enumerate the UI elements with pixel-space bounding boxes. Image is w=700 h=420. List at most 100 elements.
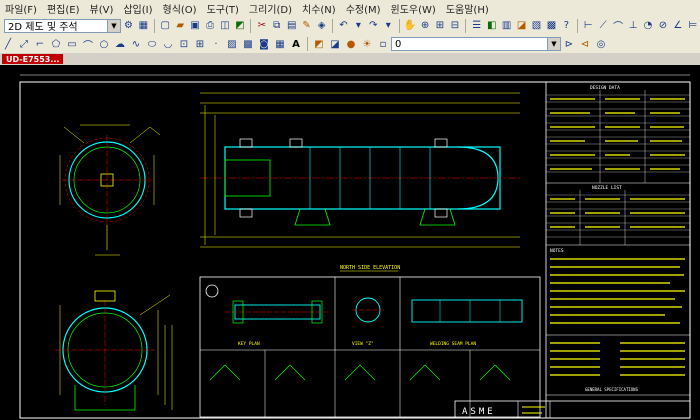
- markup-icon[interactable]: ▧: [531, 20, 542, 31]
- circle-icon[interactable]: ○: [99, 38, 109, 50]
- menu-edit[interactable]: 편집(E): [46, 4, 80, 16]
- table-icon[interactable]: ▦: [275, 38, 285, 50]
- layer-lock-icon[interactable]: ▫: [379, 38, 387, 50]
- menu-dimension[interactable]: 치수(N): [302, 4, 336, 16]
- sheet-set-icon[interactable]: ◪: [516, 20, 527, 31]
- arc-icon[interactable]: ⌒: [83, 40, 93, 52]
- design-center-icon[interactable]: ◧: [486, 20, 497, 31]
- region-icon[interactable]: ◙: [259, 38, 269, 50]
- grid-icon[interactable]: ▦: [138, 20, 149, 31]
- print-preview-icon[interactable]: ◫: [220, 20, 230, 31]
- toolbar-separator: [153, 18, 155, 33]
- chevron-down-icon[interactable]: ▼: [547, 38, 560, 50]
- undo-dropdown-icon[interactable]: ▾: [355, 20, 361, 31]
- insert-block-icon[interactable]: ⊡: [179, 38, 189, 50]
- radius-dimension-icon[interactable]: ◔: [643, 20, 653, 31]
- make-block-icon[interactable]: ⊞: [195, 38, 205, 50]
- menu-help[interactable]: 도움말(H): [445, 4, 489, 16]
- spline-icon[interactable]: ∿: [131, 38, 141, 50]
- construction-line-icon[interactable]: ⤢: [20, 38, 28, 50]
- layer-previous-icon[interactable]: ⊲: [580, 38, 590, 50]
- revision-cloud-icon[interactable]: ☁: [115, 38, 125, 50]
- standard-toolbar: 2D 제도 및 주석 ▼ ⚙ ▦ ▢ ▰ ▣ ⎙ ◫ ◩ ✂ ⧉ ▤ ✎ ◈ ↶…: [0, 16, 700, 36]
- point-icon[interactable]: ·: [214, 38, 218, 50]
- document-tab[interactable]: UD-E7553...: [2, 54, 64, 64]
- copy-icon[interactable]: ⧉: [273, 20, 281, 31]
- document-tab-label: UD-E7553...: [6, 54, 60, 64]
- toolbar-separator: [332, 18, 333, 33]
- cut-icon[interactable]: ✂: [257, 20, 266, 31]
- rectangle-icon[interactable]: ▭: [67, 38, 77, 50]
- layer-freeze-icon[interactable]: ☀: [362, 38, 372, 50]
- layer-select[interactable]: 0 ▼: [391, 37, 561, 51]
- angular-dimension-icon[interactable]: ∠: [673, 20, 683, 31]
- toolbar-separator: [250, 18, 252, 33]
- open-file-icon[interactable]: ▰: [176, 20, 185, 31]
- menu-bar: 파일(F) 편집(E) 뷰(V) 삽입(I) 형식(O) 도구(T) 그리기(D…: [0, 0, 700, 16]
- table-rows: [546, 94, 690, 238]
- publish-icon[interactable]: ◩: [235, 20, 245, 31]
- polygon-icon[interactable]: ⬠: [51, 38, 61, 50]
- menu-draw[interactable]: 그리기(D): [248, 4, 292, 16]
- multiline-text-button[interactable]: A: [292, 38, 300, 50]
- aligned-dimension-icon[interactable]: ⟋: [599, 20, 607, 31]
- arc-length-icon[interactable]: ⌒: [613, 22, 624, 33]
- toolbar-separator: [307, 37, 308, 51]
- heat-exchanger-elevation: [200, 92, 520, 248]
- print-icon[interactable]: ⎙: [206, 20, 215, 31]
- view-title-view-z: VIEW "Z": [352, 341, 374, 347]
- quick-dimension-icon[interactable]: ⊨: [688, 20, 698, 31]
- menu-modify[interactable]: 수정(M): [345, 4, 381, 16]
- hatch-icon[interactable]: ▨: [227, 38, 237, 50]
- properties-icon[interactable]: ☰: [472, 20, 482, 31]
- layer-manager-icon[interactable]: ◩: [314, 38, 324, 50]
- zoom-realtime-icon[interactable]: ⊕: [420, 20, 430, 31]
- end-view-bottom: [55, 290, 173, 411]
- ordinate-dimension-icon[interactable]: ⊥: [628, 20, 638, 31]
- workspace-select[interactable]: 2D 제도 및 주석 ▼: [4, 18, 121, 33]
- workspace-settings-icon[interactable]: ⚙: [123, 20, 133, 31]
- block-editor-icon[interactable]: ◈: [317, 20, 326, 31]
- save-icon[interactable]: ▣: [190, 20, 200, 31]
- zoom-window-icon[interactable]: ⊞: [435, 20, 445, 31]
- line-icon[interactable]: ╱: [4, 38, 12, 50]
- match-properties-icon[interactable]: ✎: [302, 20, 311, 31]
- view-title-key-plan: KEY PLAN: [238, 341, 260, 347]
- tool-palettes-icon[interactable]: ▥: [501, 20, 512, 31]
- layer-state-icon[interactable]: ◪: [330, 38, 340, 50]
- menu-tools[interactable]: 도구(T): [206, 4, 239, 16]
- document-tab-bar: UD-E7553...: [0, 53, 700, 65]
- title-block: [454, 400, 691, 419]
- menu-format[interactable]: 형식(O): [162, 4, 197, 16]
- table-title-design-data: DESIGN DATA: [590, 85, 620, 91]
- layer-isolate-icon[interactable]: ◎: [596, 38, 606, 50]
- linear-dimension-icon[interactable]: ⊢: [583, 20, 593, 31]
- menu-view[interactable]: 뷰(V): [89, 4, 114, 16]
- workspace-value: 2D 제도 및 주석: [8, 22, 78, 33]
- paste-icon[interactable]: ▤: [286, 20, 297, 31]
- table-title-nozzle-list: NOZZLE LIST: [592, 185, 622, 191]
- polyline-icon[interactable]: ⌐: [35, 38, 45, 50]
- menu-file[interactable]: 파일(F): [5, 4, 37, 16]
- ellipse-icon[interactable]: ⬭: [147, 38, 157, 50]
- new-file-icon[interactable]: ▢: [160, 20, 170, 31]
- gradient-icon[interactable]: ▩: [243, 38, 253, 50]
- layer-on-icon[interactable]: ●: [346, 38, 356, 50]
- help-icon[interactable]: ?: [563, 20, 570, 31]
- chevron-down-icon[interactable]: ▼: [106, 19, 120, 32]
- calculator-icon[interactable]: ▩: [546, 20, 557, 31]
- title-block-code: ASME: [462, 407, 496, 417]
- toolbar-separator: [465, 18, 467, 33]
- menu-window[interactable]: 윈도우(W): [390, 4, 436, 16]
- drawing-canvas[interactable]: NORTH SIDE ELEVATION KEY PLAN VIEW "Z" W…: [0, 65, 700, 420]
- make-current-layer-icon[interactable]: ⊳: [564, 38, 574, 50]
- zoom-previous-icon[interactable]: ⊟: [450, 20, 460, 31]
- undo-icon[interactable]: ↶: [339, 20, 348, 31]
- ellipse-arc-icon[interactable]: ◡: [163, 38, 173, 50]
- table-title-general-specs: GENERAL SPECIFICATIONS: [585, 387, 639, 392]
- redo-dropdown-icon[interactable]: ▾: [385, 20, 391, 31]
- diameter-dimension-icon[interactable]: ⊘: [658, 20, 668, 31]
- pan-icon[interactable]: ✋: [403, 20, 417, 31]
- menu-insert[interactable]: 삽입(I): [123, 4, 153, 16]
- redo-icon[interactable]: ↷: [369, 20, 378, 31]
